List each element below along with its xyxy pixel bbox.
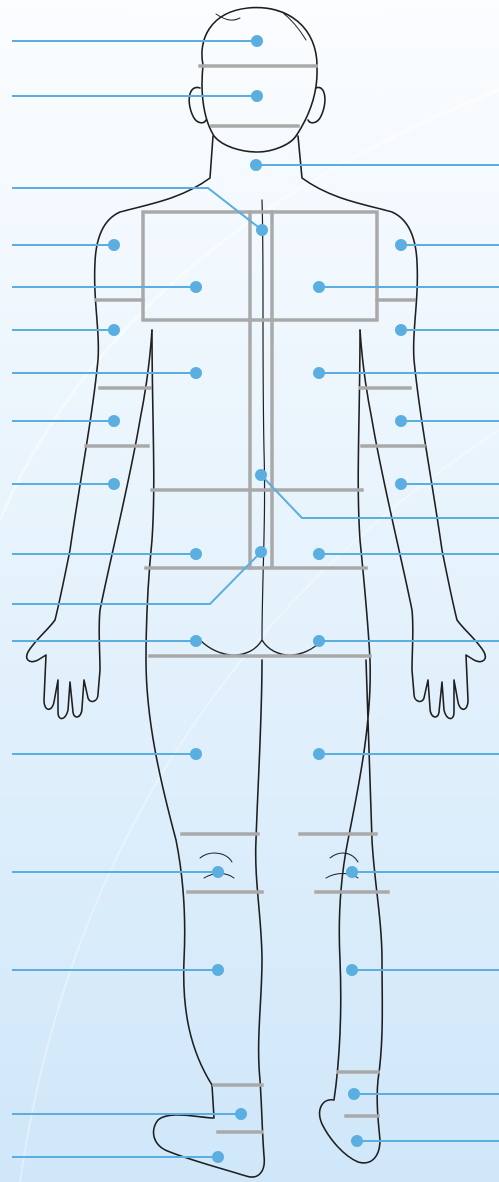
callout-dot-head-upper[interactable] — [251, 35, 263, 47]
callout-dot-head-lower[interactable] — [251, 90, 263, 102]
callout-dot-neck-back[interactable] — [250, 159, 262, 171]
callout-dot-shoulder-left[interactable] — [395, 239, 407, 251]
callout-dot-thigh-left[interactable] — [313, 748, 325, 760]
callout-dot-shoulder-right[interactable] — [108, 239, 120, 251]
callout-dot-buttock-right[interactable] — [190, 635, 202, 647]
callout-dot-ankle-right[interactable] — [235, 1108, 247, 1120]
callout-dot-upper-arm-left[interactable] — [395, 324, 407, 336]
callout-dot-forearm-right[interactable] — [108, 478, 120, 490]
callout-dot-buttock-left[interactable] — [313, 635, 325, 647]
callout-dot-upper-arm-right[interactable] — [108, 324, 120, 336]
callout-dot-calf-left[interactable] — [346, 964, 358, 976]
callout-dot-calf-right[interactable] — [212, 964, 224, 976]
callout-dot-knee-left[interactable] — [346, 866, 358, 878]
callout-dot-lower-back-right[interactable] — [190, 548, 202, 560]
callout-dot-heel-right[interactable] — [212, 1151, 224, 1163]
callout-dot-lower-back-left[interactable] — [313, 548, 325, 560]
callout-dot-mid-back-right[interactable] — [190, 367, 202, 379]
callout-dot-forearm-left[interactable] — [395, 478, 407, 490]
callout-dot-elbow-left[interactable] — [395, 415, 407, 427]
callout-dot-sacrum[interactable] — [255, 546, 267, 558]
callout-dot-elbow-right[interactable] — [108, 415, 120, 427]
callout-dot-ankle-left[interactable] — [348, 1088, 360, 1100]
callout-dot-heel-left[interactable] — [351, 1135, 363, 1147]
callout-dot-spine-mid[interactable] — [255, 469, 267, 481]
callout-dot-upper-back-right[interactable] — [190, 281, 202, 293]
callout-dot-upper-back-left[interactable] — [313, 281, 325, 293]
callout-dot-spine-upper[interactable] — [256, 224, 268, 236]
callout-dot-thigh-right[interactable] — [190, 748, 202, 760]
callout-dot-knee-right[interactable] — [212, 866, 224, 878]
callout-dot-mid-back-left[interactable] — [313, 367, 325, 379]
